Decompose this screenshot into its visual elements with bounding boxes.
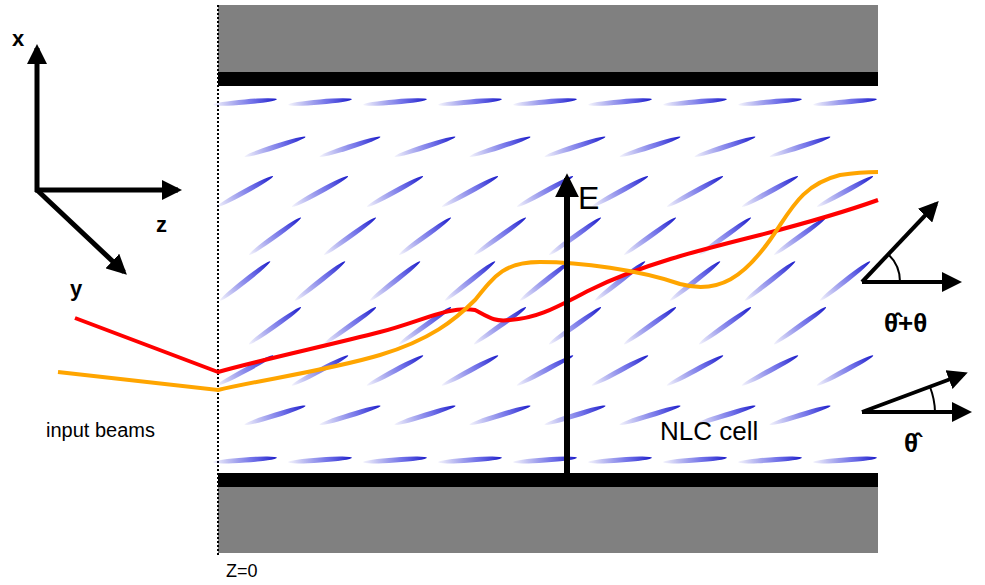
lc-molecules	[213, 97, 877, 465]
lc-molecule	[244, 403, 307, 427]
glass-plate	[218, 487, 878, 553]
lc-molecule	[472, 215, 527, 257]
glass-plate	[218, 5, 878, 73]
angle-arc	[888, 254, 900, 282]
lc-molecule	[288, 455, 352, 465]
lc-molecule	[663, 455, 727, 465]
lc-molecule	[666, 353, 725, 388]
lc-molecule	[247, 215, 302, 257]
lc-molecule	[743, 259, 797, 303]
electrode	[218, 72, 878, 86]
angle-ray	[862, 374, 964, 412]
lc-molecule	[738, 455, 802, 465]
lc-molecule	[319, 403, 382, 427]
field-arrow	[564, 178, 570, 473]
lc-molecule	[244, 134, 306, 159]
lc-molecule	[622, 305, 677, 346]
lc-molecule	[591, 174, 650, 209]
lc-molecule	[397, 215, 452, 257]
field-label: E	[578, 182, 599, 214]
lc-molecule	[547, 305, 602, 346]
lc-molecule	[394, 134, 456, 159]
angle-ray	[862, 280, 958, 284]
lc-molecule	[588, 97, 652, 108]
angle-ray	[862, 410, 968, 414]
x-axis	[35, 48, 40, 192]
angle-label: θ̂+θ	[884, 310, 927, 336]
lc-molecule	[738, 97, 802, 108]
lc-molecule	[363, 455, 427, 465]
lc-molecule	[218, 259, 272, 303]
lc-molecule	[588, 455, 652, 465]
lc-molecule	[368, 259, 422, 303]
lc-molecule	[293, 259, 347, 303]
lc-molecule	[666, 174, 725, 209]
angle-label: θ̂	[904, 430, 918, 456]
lc-molecule	[813, 97, 877, 108]
lc-molecule	[438, 97, 502, 108]
lc-molecule	[769, 403, 832, 427]
lc-molecule	[469, 403, 532, 427]
lc-molecule	[518, 259, 572, 303]
angle-arc	[930, 387, 935, 412]
orange-beam	[58, 172, 878, 390]
lc-molecule	[663, 97, 727, 108]
axis-label: y	[70, 278, 82, 300]
lc-molecule	[322, 215, 377, 257]
beam-label: input beams	[46, 420, 155, 440]
lc-molecule	[288, 97, 352, 108]
lc-molecule	[544, 134, 606, 159]
lc-molecule	[213, 97, 277, 108]
lc-molecule	[394, 403, 457, 427]
lc-molecule	[438, 455, 502, 465]
lc-molecule	[619, 134, 681, 159]
lc-molecule	[547, 215, 602, 257]
lc-molecule	[741, 353, 800, 388]
lc-molecule	[741, 174, 800, 209]
z-axis	[35, 188, 178, 193]
lc-molecule	[622, 215, 677, 257]
lc-molecule	[769, 134, 831, 159]
lc-molecule	[694, 134, 756, 159]
lc-molecule	[697, 305, 752, 346]
lc-molecule	[772, 305, 827, 346]
lc-molecule	[213, 455, 277, 465]
y-axis	[37, 190, 124, 272]
cell-label: NLC cell	[660, 418, 758, 444]
input-face	[217, 5, 219, 555]
electrode	[218, 473, 878, 487]
angle-ray	[862, 204, 936, 282]
axis-label: x	[12, 28, 24, 50]
lc-molecule	[291, 174, 350, 209]
lc-molecule	[247, 305, 302, 346]
lc-molecule	[544, 403, 607, 427]
axis-label: z	[156, 214, 167, 236]
lc-molecule	[441, 353, 500, 388]
lc-molecule	[366, 174, 425, 209]
lc-molecule	[363, 97, 427, 108]
lc-molecule	[813, 455, 877, 465]
lc-molecule	[816, 353, 875, 388]
lc-molecule	[319, 134, 381, 159]
position-label: Z=0	[226, 562, 258, 580]
lc-molecule	[591, 353, 650, 388]
lc-molecule	[513, 97, 577, 108]
lc-molecule	[469, 134, 531, 159]
red-beam	[75, 200, 878, 372]
lc-molecule	[441, 174, 500, 209]
lc-molecule	[216, 174, 275, 209]
